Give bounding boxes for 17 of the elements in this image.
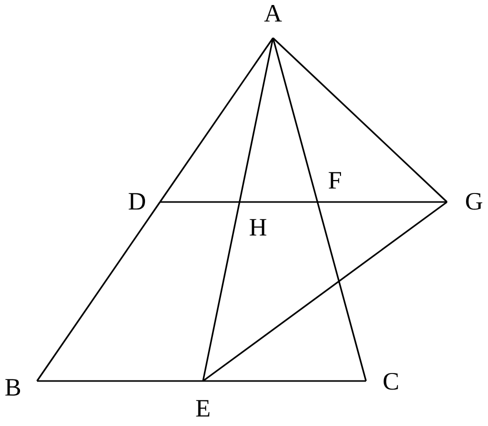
line-segment — [37, 380, 203, 382]
line-segment — [36, 202, 161, 382]
point-label: A — [264, 2, 282, 26]
point-label: B — [4, 376, 22, 400]
line-segment — [159, 38, 274, 202]
point-label: E — [195, 396, 211, 422]
line-segment — [202, 201, 448, 382]
point-label: H — [248, 216, 268, 240]
line-segment — [272, 37, 448, 203]
point-label: F — [328, 168, 342, 194]
line-segment — [202, 38, 274, 382]
line-segment — [272, 38, 367, 382]
point-label: C — [382, 370, 400, 394]
line-segment — [203, 380, 366, 382]
point-label: D — [128, 190, 146, 214]
line-segment — [160, 201, 447, 203]
point-label: G — [464, 190, 484, 214]
